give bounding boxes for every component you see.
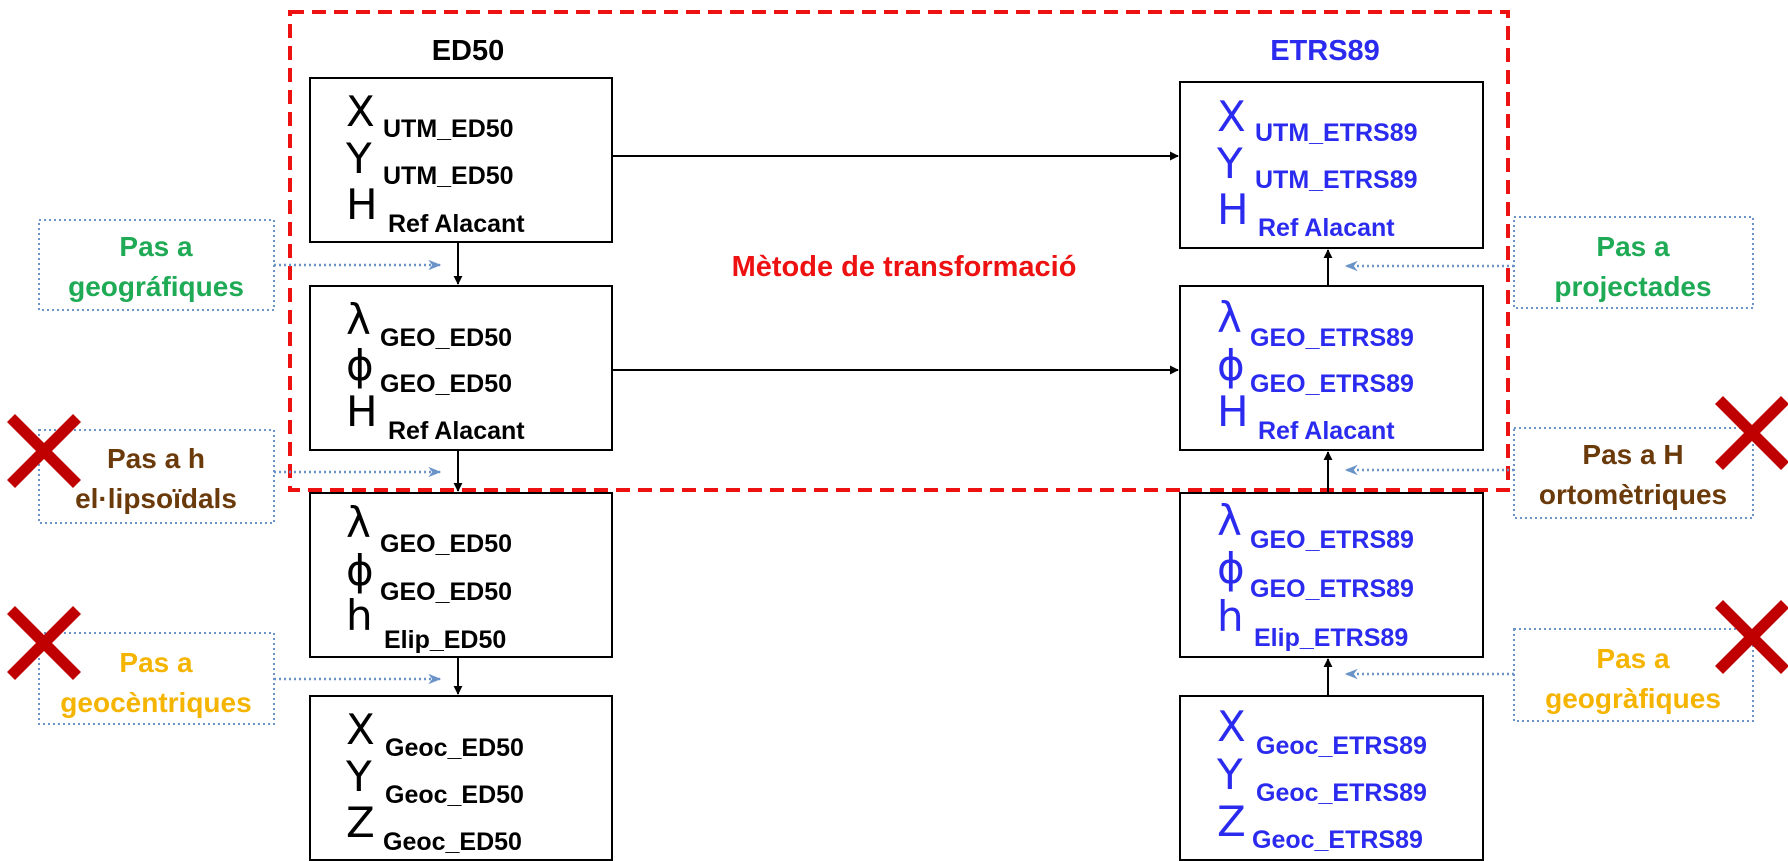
- coord-subscript: GEO_ED50: [380, 530, 512, 558]
- coord-symbol: λ: [1217, 293, 1242, 342]
- coord-symbol: X: [346, 705, 375, 754]
- right-box-geo-ellip: [1179, 492, 1484, 658]
- coord-subscript: UTM_ETRS89: [1255, 166, 1418, 194]
- coord-symbol: λ: [1217, 496, 1242, 545]
- coord-subscript: GEO_ED50: [380, 324, 512, 352]
- step-label-line1: Pas a H: [1582, 439, 1683, 470]
- step-box: [1513, 427, 1754, 519]
- coord-subscript: GEO_ED50: [380, 370, 512, 398]
- coord-subscript: Ref Alacant: [1258, 417, 1395, 445]
- coord-symbol: X: [346, 87, 375, 136]
- step-label-line1: Pas a: [119, 647, 193, 678]
- coord-subscript: Geoc_ETRS89: [1256, 779, 1427, 807]
- coord-subscript: GEO_ETRS89: [1250, 324, 1414, 352]
- coord-symbol: H: [1217, 185, 1249, 234]
- right-step-2: Pas a H ortomètriques: [1344, 427, 1754, 519]
- step-label-line1: Pas a: [119, 231, 193, 262]
- left-box-2-content: λ GEO_ED50 ϕ GEO_ED50 H Ref Alacant: [346, 295, 525, 445]
- left-box-3-content: λ GEO_ED50 ϕ GEO_ED50 h Elip_ED50: [346, 498, 512, 654]
- coord-subscript: Geoc_ED50: [385, 781, 524, 809]
- right-step-3: Pas a geogràfiques: [1344, 628, 1754, 722]
- coord-symbol: h: [346, 591, 373, 640]
- step-label-line2: ortomètriques: [1539, 479, 1727, 510]
- step-label-line2: geográfiques: [68, 271, 244, 302]
- coord-symbol: ϕ: [346, 546, 374, 595]
- coord-symbol: Y: [345, 752, 372, 801]
- cross-icon: [7, 606, 81, 680]
- left-box-1-content: X UTM_ED50 Y UTM_ED50 H Ref Alacant: [345, 87, 525, 238]
- step-label-line1: Pas a: [1596, 231, 1670, 262]
- cross-icon: [1715, 396, 1788, 470]
- right-box-geoc: [1179, 695, 1484, 861]
- coord-subscript: Elip_ETRS89: [1254, 624, 1408, 652]
- coord-subscript: Ref Alacant: [1258, 214, 1395, 242]
- coord-symbol: Z: [346, 798, 375, 847]
- step-box: [1513, 628, 1754, 722]
- right-box-1-content: X UTM_ETRS89 Y UTM_ETRS89 H Ref Alacant: [1216, 92, 1418, 242]
- coord-symbol: Y: [345, 134, 372, 183]
- coord-subscript: GEO_ETRS89: [1250, 575, 1414, 603]
- coord-subscript: GEO_ED50: [380, 578, 512, 606]
- coord-symbol: X: [1217, 92, 1246, 141]
- step-box: [38, 632, 275, 725]
- step-label-line1: Pas a: [1596, 643, 1670, 674]
- right-box-4-content: X Geoc_ETRS89 Y Geoc_ETRS89 Z Geoc_ETRS8…: [1216, 702, 1427, 854]
- step-label-line2: el·lipsoïdals: [75, 483, 237, 514]
- coord-subscript: Geoc_ETRS89: [1252, 826, 1423, 854]
- left-step-3: Pas a geocèntriques: [38, 632, 442, 725]
- coord-symbol: X: [1217, 702, 1246, 751]
- coord-subscript: GEO_ETRS89: [1250, 526, 1414, 554]
- coord-symbol: H: [346, 387, 378, 436]
- coord-subscript: UTM_ED50: [383, 162, 514, 190]
- step-box: [38, 429, 275, 524]
- left-box-geoc: [309, 695, 613, 861]
- right-box-2-content: λ GEO_ETRS89 ϕ GEO_ETRS89 H Ref Alacant: [1217, 293, 1414, 445]
- step-label-line2: geocèntriques: [60, 687, 251, 718]
- right-header: ETRS89: [1270, 35, 1380, 67]
- coord-subscript: UTM_ED50: [383, 115, 514, 143]
- coord-symbol: H: [1217, 387, 1249, 436]
- right-box-3-content: λ GEO_ETRS89 ϕ GEO_ETRS89 h Elip_ETRS89: [1217, 496, 1414, 652]
- coord-symbol: Y: [1216, 750, 1243, 799]
- coord-symbol: λ: [346, 498, 371, 547]
- step-label-line2: geogràfiques: [1545, 683, 1721, 714]
- left-box-utm: [309, 77, 613, 243]
- coord-symbol: λ: [346, 295, 371, 344]
- coord-subscript: Ref Alacant: [388, 210, 525, 238]
- step-label-line1: Pas a h: [107, 443, 205, 474]
- right-box-utm: [1179, 81, 1484, 249]
- coord-symbol: ϕ: [346, 341, 374, 390]
- right-step-1: Pas a projectades: [1344, 216, 1754, 309]
- coord-symbol: Z: [1217, 797, 1246, 846]
- coord-symbol: Y: [1216, 139, 1243, 188]
- left-step-1: Pas a geográfiques: [38, 219, 442, 311]
- step-box: [1513, 216, 1754, 309]
- coord-subscript: Elip_ED50: [384, 626, 506, 654]
- left-box-4-content: X Geoc_ED50 Y Geoc_ED50 Z Geoc_ED50: [345, 705, 524, 856]
- right-box-geo-ortho: [1179, 285, 1484, 451]
- coord-subscript: Geoc_ED50: [385, 734, 524, 762]
- coord-symbol: H: [346, 180, 378, 229]
- coord-subscript: UTM_ETRS89: [1255, 119, 1418, 147]
- left-box-geo-ellip: [309, 492, 613, 658]
- coord-symbol: ϕ: [1217, 544, 1245, 593]
- coord-subscript: GEO_ETRS89: [1250, 370, 1414, 398]
- method-label: Mètode de transformació: [732, 251, 1077, 283]
- coord-subscript: Geoc_ED50: [383, 828, 522, 856]
- coord-subscript: Geoc_ETRS89: [1256, 732, 1427, 760]
- step-label-line2: projectades: [1554, 271, 1711, 302]
- cross-icon: [7, 414, 81, 488]
- coord-symbol: ϕ: [1217, 341, 1245, 390]
- transformation-region: [288, 10, 1510, 492]
- coord-subscript: Ref Alacant: [388, 417, 525, 445]
- coord-symbol: h: [1217, 592, 1244, 641]
- left-header: ED50: [432, 35, 505, 67]
- cross-icon: [1715, 600, 1788, 674]
- left-box-geo-ortho: [309, 285, 613, 451]
- left-step-2: Pas a h el·lipsoïdals: [38, 429, 442, 524]
